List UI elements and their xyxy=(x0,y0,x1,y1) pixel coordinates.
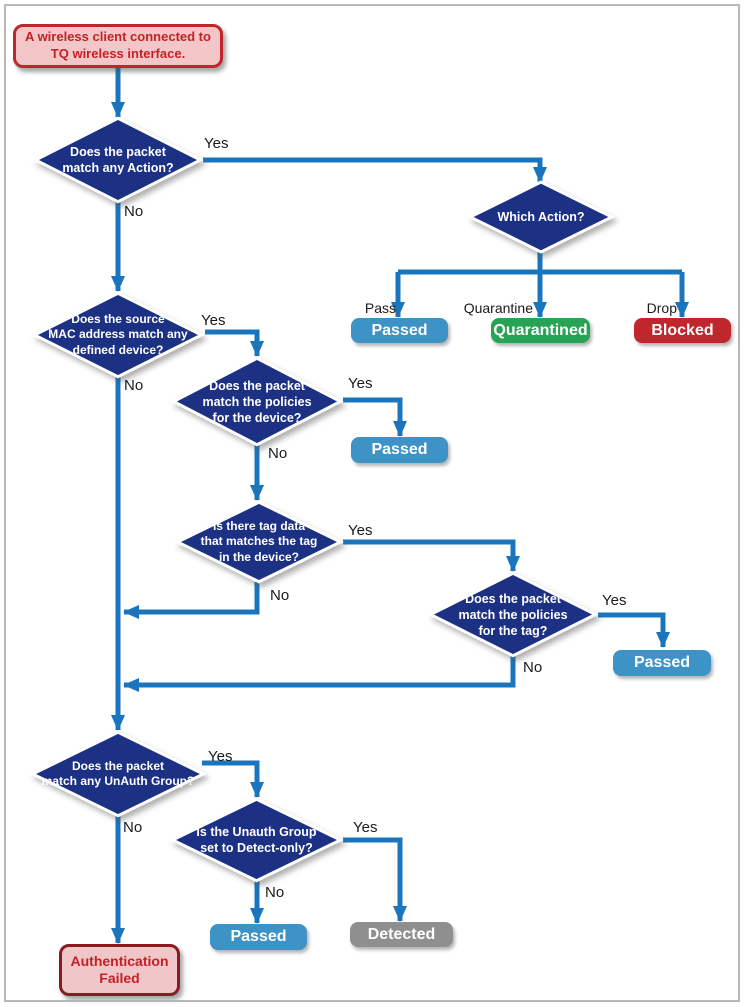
diamond-shape xyxy=(30,731,206,817)
edge-label-yes-match-action: Yes xyxy=(204,135,229,152)
edge-label-yes-policies-tag: Yes xyxy=(602,592,627,609)
decision-source-mac: Does the source MAC address match any de… xyxy=(32,292,204,378)
start-node-label: A wireless client connected to TQ wirele… xyxy=(25,29,211,61)
decision-which-action-label: Which Action? xyxy=(497,210,585,224)
decision-unauth-group-label: Does the packet match any UnAuth Group? xyxy=(41,758,195,788)
result-passed-action: Passed xyxy=(351,318,448,343)
decision-match-action: Does the packet match any Action? xyxy=(33,117,203,203)
decision-policies-tag-label: Does the packet match the policies for t… xyxy=(458,591,568,638)
result-quarantined: Quarantined xyxy=(491,318,590,343)
decision-detect-only: Is the Unauth Group set to Detect-only? xyxy=(170,798,343,882)
edge-label-yes-detect-only: Yes xyxy=(353,819,378,836)
result-blocked: Blocked xyxy=(634,318,731,343)
diamond-shape xyxy=(33,117,203,203)
decision-unauth-group: Does the packet match any UnAuth Group? xyxy=(30,731,206,817)
decision-detect-only-label: Is the Unauth Group set to Detect-only? xyxy=(196,825,317,855)
result-passed-unauth: Passed xyxy=(210,924,307,950)
diamond-shape xyxy=(32,292,204,378)
edge-label-yes-tag-data: Yes xyxy=(348,522,373,539)
result-label: Detected xyxy=(367,925,436,943)
diamond-shape xyxy=(428,572,598,657)
edge-label-yes-unauth-group: Yes xyxy=(208,748,233,765)
edge-label-pass: Pass xyxy=(364,300,396,316)
decision-which-action: Which Action? xyxy=(468,181,614,253)
edge-label-no-tag-data: No xyxy=(270,587,290,604)
start-node: A wireless client connected to TQ wirele… xyxy=(13,24,223,68)
result-passed-tag: Passed xyxy=(613,650,711,676)
decision-match-action-label: Does the packet match any Action? xyxy=(62,145,174,175)
result-label: Passed xyxy=(633,654,691,671)
decision-policies-tag: Does the packet match the policies for t… xyxy=(428,572,598,657)
edge-label-no-match-action: No xyxy=(124,203,144,220)
diamond-shape xyxy=(175,501,343,583)
edge-label-no-policies-tag: No xyxy=(523,659,543,676)
result-label: Quarantined xyxy=(493,321,588,339)
decision-tag-data: Is there tag data that matches the tag i… xyxy=(175,501,343,583)
edge-label-no-detect-only: No xyxy=(265,884,285,901)
edge-label-no-policies-device: No xyxy=(268,445,288,462)
decision-policies-device: Does the packet match the policies for t… xyxy=(171,357,343,446)
result-auth-failed-label: Authentication Failed xyxy=(70,953,169,986)
result-label: Blocked xyxy=(651,321,714,339)
edge-label-drop: Drop xyxy=(646,300,677,316)
result-label: Passed xyxy=(371,321,428,339)
diamond-shape xyxy=(170,798,343,882)
edge-label-quarantine: Quarantine xyxy=(463,300,533,316)
edge-label-yes-policies-device: Yes xyxy=(348,375,373,392)
edge-label-no-unauth-group: No xyxy=(123,819,143,836)
decision-tag-data-label: Is there tag data that matches the tag i… xyxy=(200,518,318,564)
diamond-shape xyxy=(468,181,614,253)
result-auth-failed: Authentication Failed xyxy=(59,944,180,996)
diamond-shape xyxy=(171,357,343,446)
edge-label-no-source-mac: No xyxy=(124,377,144,394)
edge-label-yes-source-mac: Yes xyxy=(201,312,226,329)
result-detected: Detected xyxy=(350,922,453,947)
result-passed-device: Passed xyxy=(351,437,448,463)
result-label: Passed xyxy=(230,928,287,945)
decision-policies-device-label: Does the packet match the policies for t… xyxy=(202,378,312,425)
result-label: Passed xyxy=(371,441,428,458)
decision-source-mac-label: Does the source MAC address match any de… xyxy=(48,311,188,357)
